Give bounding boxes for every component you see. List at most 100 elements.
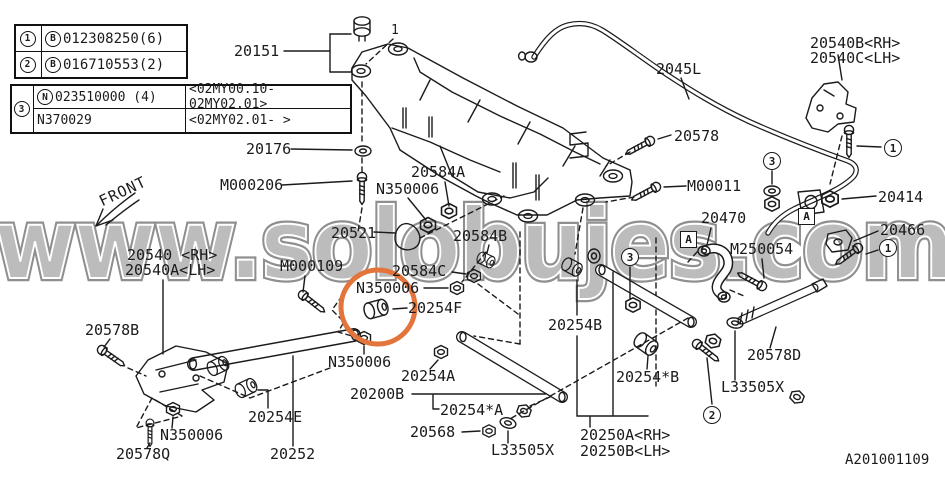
- center-hardware: [373, 181, 657, 387]
- subframe-z-bracket: [569, 131, 589, 159]
- leader-N350006: [171, 416, 174, 429]
- part-label-20578Q: 20578Q: [116, 445, 171, 463]
- callout-box-A: A: [680, 231, 697, 248]
- callout-plain-1: 1: [391, 23, 399, 38]
- bolt-icon-20578: [622, 134, 657, 159]
- ref-circle: 3: [13, 101, 30, 117]
- part-label-20578B: 20578B: [85, 321, 140, 339]
- subframe-mount-20151: [283, 16, 394, 233]
- leader-20176: [290, 148, 353, 151]
- callout-box-A: A: [798, 208, 815, 225]
- callout-circle-1: 1: [884, 139, 902, 157]
- leader-20254E: [257, 389, 269, 409]
- part-label-M00011: M00011: [687, 177, 742, 195]
- leader-20540B: [837, 54, 843, 81]
- stabilizer-link-20470: [687, 227, 745, 303]
- leader-20584B: [486, 244, 490, 254]
- watermark-text: www.solobujes.com: [0, 188, 945, 301]
- callout-circle-1: 1: [879, 239, 897, 257]
- leader-20578: [657, 134, 672, 140]
- part-label-N350006: N350006: [160, 426, 224, 444]
- part-label-20414: 20414: [878, 188, 924, 206]
- bushing-icon-20254F: [361, 297, 391, 321]
- trailing-arm-20252: [187, 295, 408, 447]
- bolt-20578D: [725, 278, 828, 407]
- leader-20470: [706, 227, 712, 246]
- leader-callout-1: [856, 145, 882, 148]
- callout-circle-3: 3: [621, 248, 639, 266]
- leader-20578Q: [146, 442, 151, 449]
- leader-callout-2: [706, 357, 713, 405]
- leader-2045L: [680, 77, 690, 100]
- part-label-20252: 20252: [270, 445, 316, 463]
- bolt-icon-20578B: [94, 342, 128, 371]
- washer-icon-20176: [354, 145, 372, 157]
- nut-icon: [703, 331, 723, 351]
- bushing-icon-20254sB: [630, 329, 662, 359]
- part-label-20470: 20470: [701, 209, 747, 227]
- part-label-20254E: 20254E: [248, 408, 303, 426]
- stabilizer-bracket-20540B: [805, 54, 882, 185]
- part-label-N350006: N350006: [356, 279, 420, 297]
- part-label-20584B: 20584B: [453, 227, 508, 245]
- part-label-20254F: 20254F: [408, 299, 463, 317]
- part-label-20254xA: 20254*A: [440, 401, 504, 419]
- part-label-20254xB: 20254*B: [616, 368, 680, 386]
- part-label-2045L: 2045L: [656, 60, 702, 78]
- watermark-text: www.solobujes.com: [0, 188, 945, 301]
- part-label-M000109: M000109: [280, 257, 344, 275]
- part-label-N350006: N350006: [328, 353, 392, 371]
- part-label-20200B: 20200B: [350, 385, 405, 403]
- lateral-link-rear: [507, 248, 723, 428]
- part-label-L33505X: L33505X: [491, 441, 555, 459]
- part-label-20540A: 20540A<LH>: [125, 261, 216, 279]
- model-range-cell: <02MY00.10-02MY02.01>: [186, 82, 350, 112]
- leader-20254sB: [646, 355, 649, 370]
- leader-20254A: [429, 359, 439, 370]
- part-label-20540B: 20540B<RH>: [810, 34, 901, 52]
- stud-icon: [353, 16, 371, 42]
- nut-icon-20254A: [433, 344, 449, 360]
- part-label-20466: 20466: [880, 221, 926, 239]
- model-range-cell: <02MY02.01- >: [189, 113, 291, 128]
- part-label-20176: 20176: [246, 140, 292, 158]
- nut-icon: [787, 387, 807, 407]
- leader-M000109: [302, 275, 306, 293]
- leader-20578B: [103, 338, 111, 348]
- part-number-cell: N370029: [34, 109, 186, 132]
- stabilizer-bar: [517, 20, 859, 236]
- part-label-20250B: 20250B<LH>: [580, 442, 671, 460]
- part-label-20578D: 20578D: [747, 346, 802, 364]
- leader-20568: [461, 430, 481, 433]
- bolt-icon-20578Q: [145, 418, 155, 447]
- leader-M000206: [281, 180, 353, 186]
- part-label-20540C: 20540C<LH>: [810, 49, 901, 67]
- leader-20254sA: [432, 394, 440, 410]
- leader-20584A: [444, 181, 450, 207]
- callout-circle-3: 3: [763, 152, 781, 170]
- front-arrow: [95, 192, 140, 227]
- leader-20466: [853, 230, 879, 242]
- part-label-20250A: 20250A<RH>: [580, 426, 671, 444]
- leader-20578D: [769, 326, 777, 349]
- ref-circle: 2: [19, 56, 36, 73]
- part-label-20254B: 20254B: [548, 316, 603, 334]
- part-label-20254A: 20254A: [401, 367, 456, 385]
- part-label-20521: 20521: [331, 224, 377, 242]
- part-label-20540: 20540 <RH>: [127, 246, 218, 264]
- part-label-20578: 20578: [674, 127, 720, 145]
- leader-20254F: [392, 307, 408, 310]
- leader-20414: [841, 195, 877, 200]
- leader-20521: [373, 231, 396, 234]
- leader-20584C: [451, 271, 467, 275]
- part-label-M000206: M000206: [220, 176, 284, 194]
- plug-20521: [394, 222, 421, 251]
- part-label-N350006: N350006: [376, 180, 440, 198]
